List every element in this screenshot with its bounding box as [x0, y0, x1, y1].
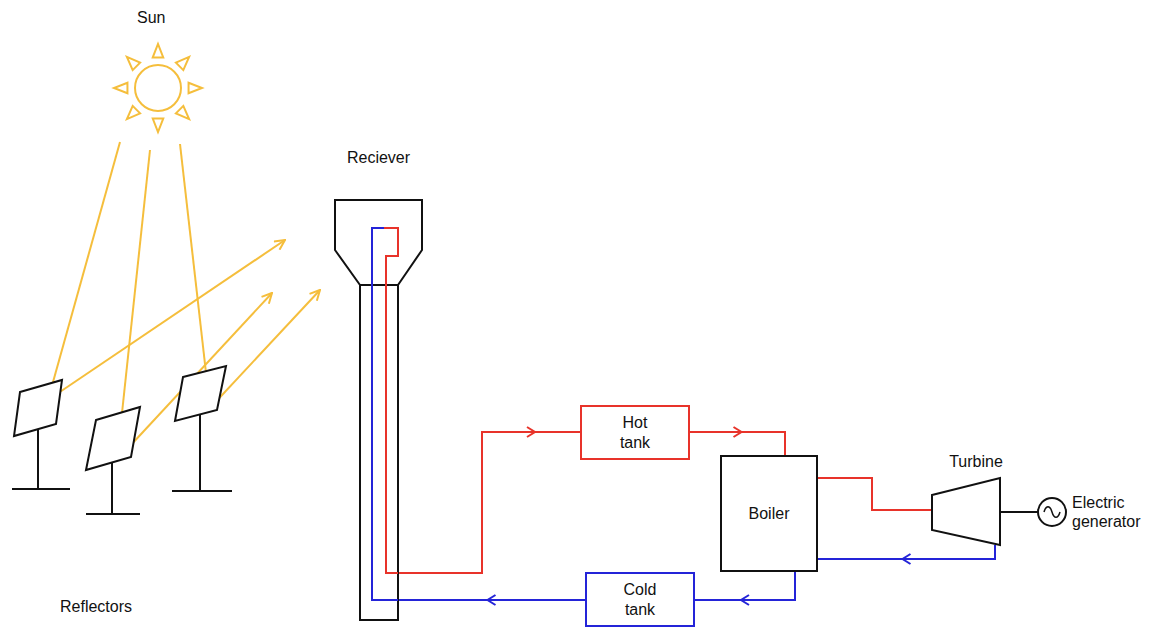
turbine-symbol: Turbine [926, 452, 1006, 548]
flow-arrowhead [741, 595, 749, 605]
sun-ray [127, 57, 140, 70]
sun-ray [127, 106, 140, 119]
node-label: Hot tank [609, 413, 661, 451]
part-name: Sun [137, 8, 165, 27]
node-label: Electric generator [1072, 493, 1168, 531]
flow-arrowhead [527, 427, 535, 437]
pipe-connector [695, 572, 795, 605]
hot-pipe [384, 228, 398, 573]
flow-arrowhead [734, 427, 742, 437]
border-reference [1038, 498, 1066, 526]
pipe-connector [398, 427, 580, 573]
sun-ray [153, 44, 163, 57]
sun-ray [114, 83, 127, 93]
node-label: Turbine [916, 452, 1024, 471]
sun-ray [153, 119, 163, 132]
pipe-connector [818, 478, 932, 510]
sun-ray [176, 57, 189, 70]
sun-ray [176, 106, 189, 119]
cold-pipe [372, 228, 398, 600]
sun-ray [189, 83, 202, 93]
border-reference [932, 478, 1000, 545]
tank-box: Hot tank [580, 405, 690, 460]
generator-symbol: Electric generator [1036, 492, 1170, 536]
sun-symbol [114, 44, 202, 132]
receiver-tower: Reciever [330, 148, 427, 625]
border-reference [360, 285, 398, 637]
node-label: Boiler [749, 504, 790, 523]
tank-box: Cold tank [585, 572, 695, 627]
pipe-connector [690, 427, 785, 455]
node-label: Reciever [322, 148, 435, 167]
reflector-mirrors [12, 366, 232, 514]
pipe-connector [398, 595, 585, 605]
tank-box: Boiler [720, 455, 818, 572]
node-label: Cold tank [614, 580, 666, 618]
pipe-connector [1000, 512, 1038, 513]
flow-arrowhead [488, 595, 496, 605]
part-name: Reflectors [60, 597, 132, 616]
pipe-connector [818, 545, 995, 564]
receiver-outline [330, 148, 427, 625]
sun-rays [48, 142, 320, 460]
flow-arrowhead [903, 554, 911, 564]
